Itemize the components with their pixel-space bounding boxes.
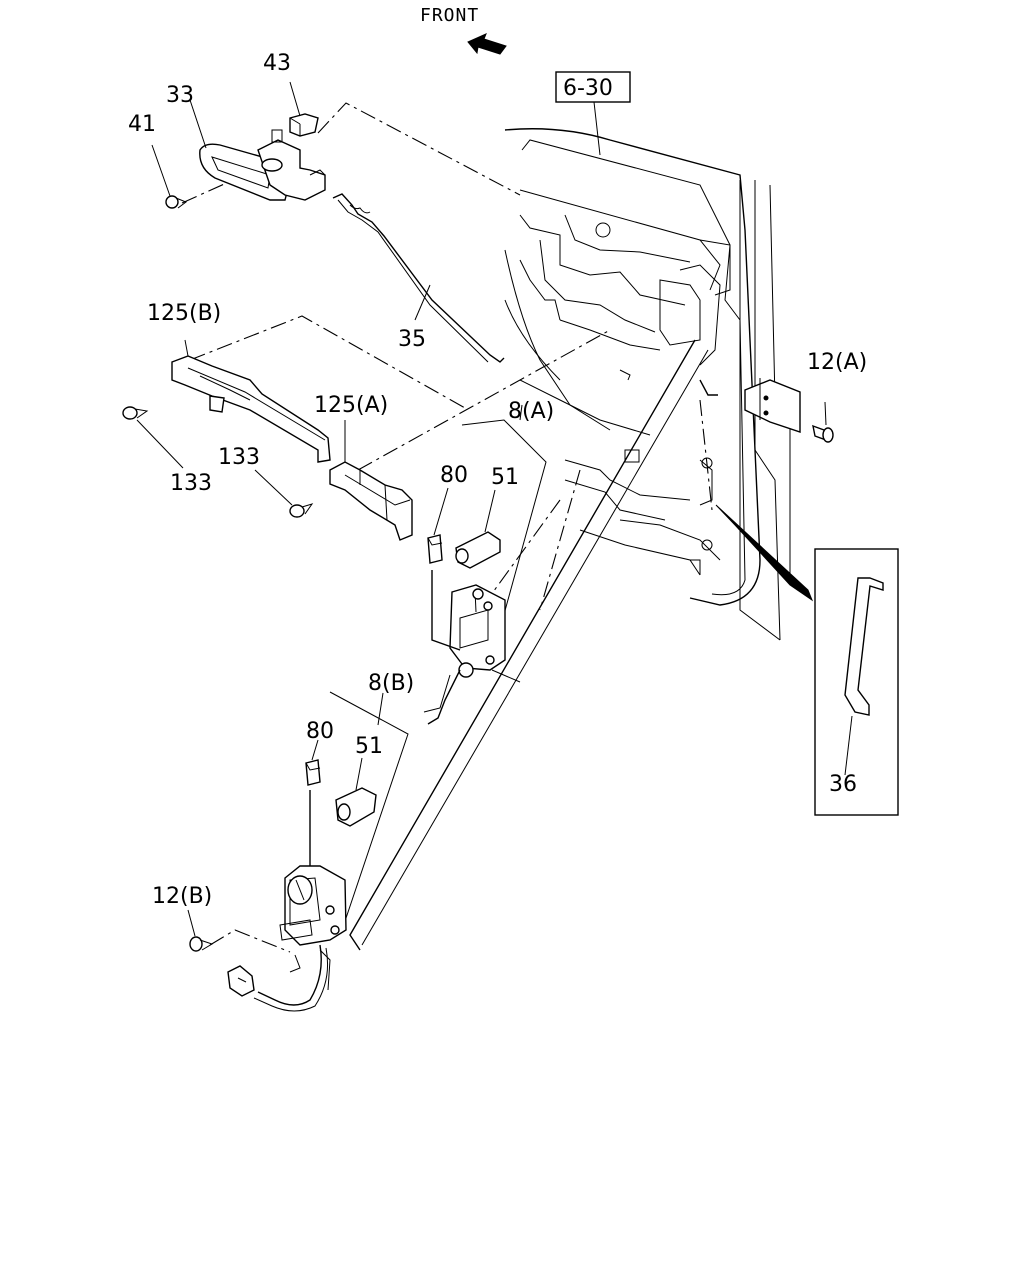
long-control-rod [349,339,718,951]
callout-8b: 8(B) [368,671,414,696]
front-label: FRONT [420,5,479,26]
callout-51-upper: 51 [491,465,519,490]
callout-36: 36 [829,772,857,797]
callout-80-lower: 80 [306,719,334,744]
callout-125b: 125(B) [147,301,221,326]
callout-51-lower: 51 [355,734,383,759]
callout-133-right: 133 [218,445,260,470]
screw-133-right-icon [254,469,314,518]
rod-36-detail-box [715,504,899,816]
screw-133-left-icon [122,406,184,469]
callout-12b: 12(B) [152,884,212,909]
callout-125a: 125(A) [314,393,388,418]
lock-assembly-8b [227,691,409,1012]
bracket-125b [171,339,331,463]
callout-80-upper: 80 [440,463,468,488]
screw-12b-icon [187,909,214,952]
door-inner-panel [504,128,791,641]
clip-43 [289,81,319,137]
lock-assembly-8a [423,404,547,725]
inside-handle-33 [189,99,326,201]
hinge-bracket [744,378,801,433]
callout-labels: 43 33 41 35 125(B) 125(A) 133 133 8(A) 8… [128,51,867,909]
rod-35 [332,193,505,363]
callout-8a: 8(A) [508,399,554,424]
bracket-125a [329,420,413,541]
reference-box: 6-30 [555,71,631,156]
callout-33: 33 [166,83,194,108]
callout-41: 41 [128,112,156,137]
callout-43: 43 [263,51,291,76]
callout-35: 35 [398,327,426,352]
reference-box-label: 6-30 [563,76,613,101]
front-arrow-icon [467,33,507,55]
callout-133-left: 133 [170,471,212,496]
leader-lines [181,102,713,953]
callout-12a: 12(A) [807,350,867,375]
screw-12a-icon [812,401,834,443]
screw-41-icon [151,144,188,209]
